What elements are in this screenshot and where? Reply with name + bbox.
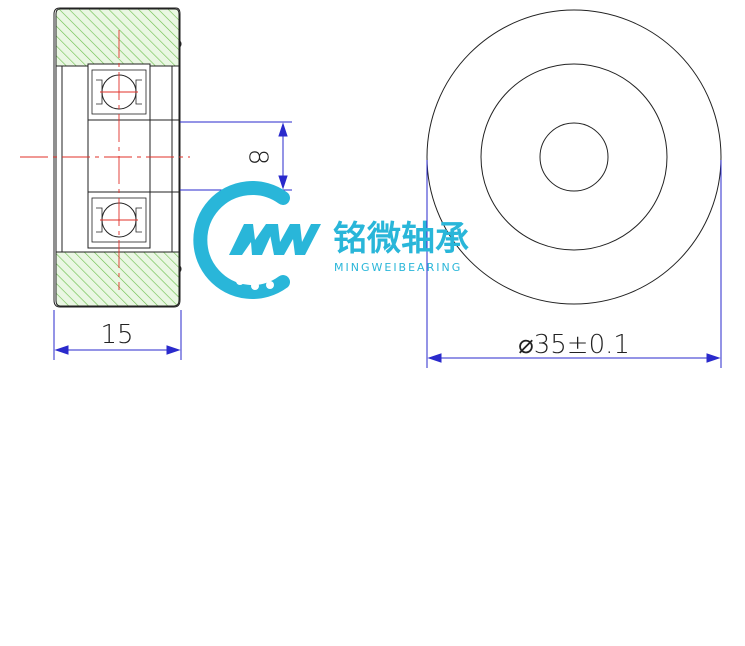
upper-tyre-section [55, 8, 180, 67]
brand-logo: 铭微轴承 MINGWEIBEARING [193, 181, 469, 299]
width-dimension [53, 310, 182, 360]
diameter-dimension [426, 160, 722, 368]
brand-name-en: MINGWEIBEARING [334, 261, 462, 274]
logo-monogram [229, 224, 321, 255]
centerlines-side [20, 30, 190, 290]
side-section-view [20, 7, 190, 308]
front-view [426, 9, 722, 305]
outer-circle [426, 9, 722, 305]
hub-circle [480, 63, 668, 251]
logo-ring [193, 181, 290, 299]
bore-dimension [180, 121, 292, 191]
bore-dimension-label: 8 [243, 149, 273, 166]
logo-ring-balls [210, 196, 274, 290]
width-dimension-label: 15 [100, 320, 133, 350]
diameter-dimension-label: ⌀35±0.1 [518, 330, 630, 360]
brand-name-cn: 铭微轴承 [333, 219, 469, 259]
tyre-outline [53, 7, 181, 308]
lower-tyre-section [55, 251, 180, 307]
bore-circle [539, 122, 609, 192]
